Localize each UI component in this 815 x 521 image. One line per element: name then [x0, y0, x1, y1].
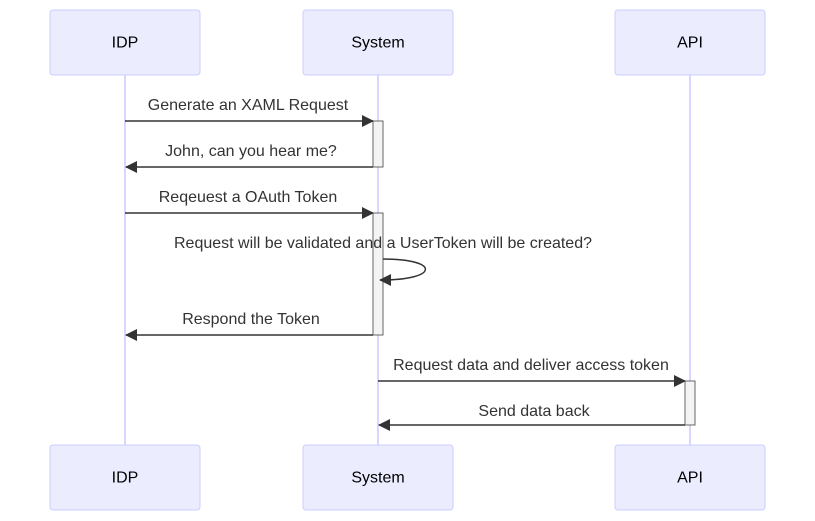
participant-label: API — [677, 35, 703, 52]
activation-system-2 — [372, 212, 384, 336]
message-label: Request will be validated and a UserToke… — [174, 235, 592, 252]
message-respond-the-token: Respond the Token — [125, 311, 373, 341]
participant-label: System — [351, 35, 404, 52]
participant-label: IDP — [112, 470, 139, 487]
message-label: Respond the Token — [182, 311, 320, 328]
message-generate-xaml-request: Generate an XAML Request — [125, 97, 374, 127]
message-request-oauth-token: Reqeuest a OAuth Token — [125, 189, 374, 219]
participant-api-top: API — [614, 9, 766, 76]
participant-label: API — [677, 470, 703, 487]
message-label: Request data and deliver access token — [393, 357, 669, 374]
message-request-data-deliver-token: Request data and deliver access token — [378, 357, 686, 387]
message-send-data-back: Send data back — [378, 403, 685, 431]
participant-system-top: System — [302, 9, 454, 76]
message-john-can-you-hear-me: John, can you hear me? — [125, 143, 373, 173]
message-request-validated-self: Request will be validated and a UserToke… — [174, 235, 592, 286]
participant-system-bottom: System — [302, 444, 454, 511]
message-label: Send data back — [478, 403, 590, 420]
participant-api-bottom: API — [614, 444, 766, 511]
participant-label: System — [351, 470, 404, 487]
activation-api-1 — [684, 380, 696, 426]
participant-idp-bottom: IDP — [49, 444, 201, 511]
participant-idp-top: IDP — [49, 9, 201, 76]
message-arrow — [379, 258, 427, 286]
message-label: John, can you hear me? — [165, 143, 337, 160]
message-label: Reqeuest a OAuth Token — [159, 189, 338, 206]
participant-label: IDP — [112, 35, 139, 52]
activation-system-1 — [372, 120, 384, 168]
message-label: Generate an XAML Request — [148, 97, 349, 114]
